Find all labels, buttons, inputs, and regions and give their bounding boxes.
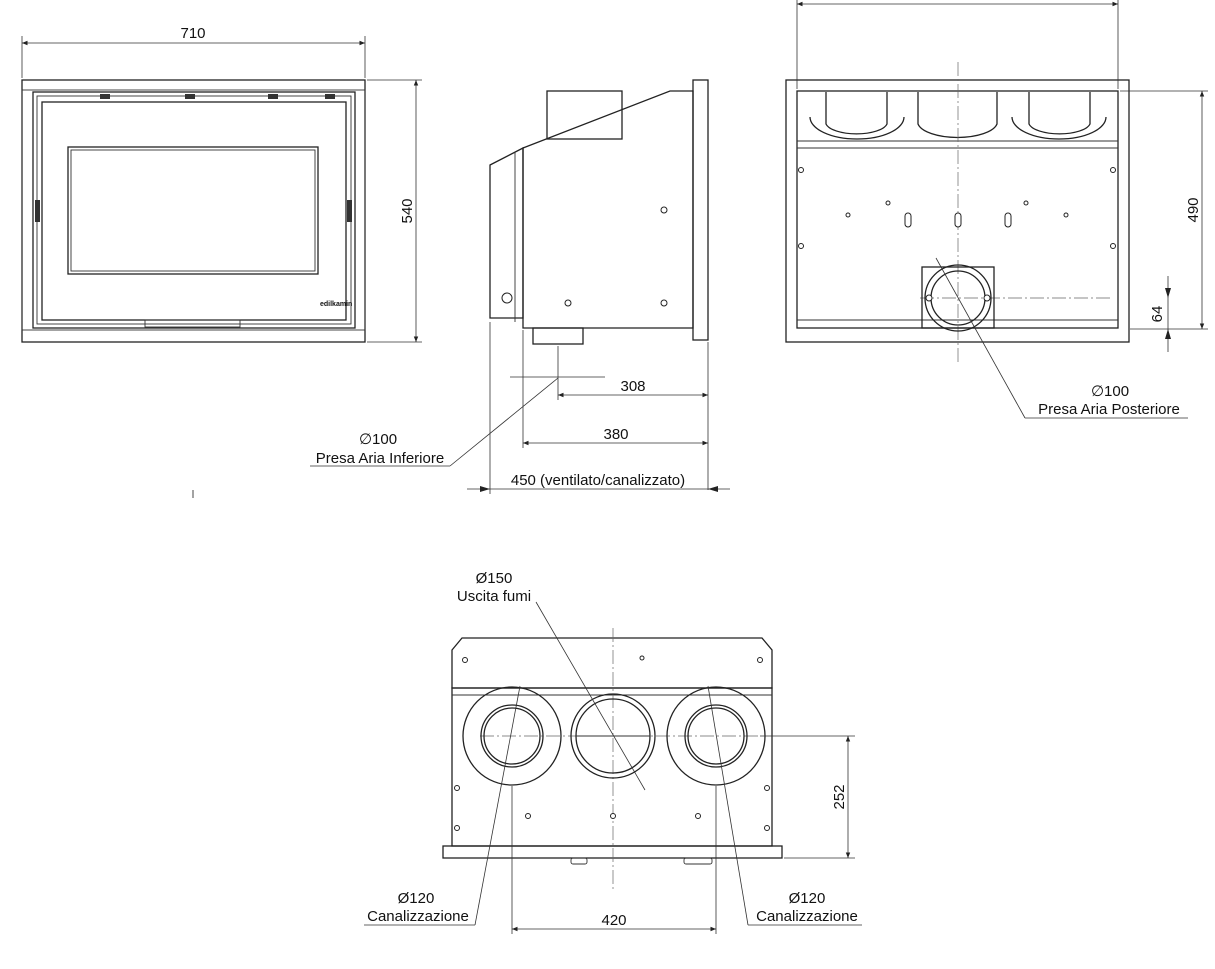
top-view: Ø150 Uscita fumi Ø120 Canalizzazione Ø12… — [364, 570, 862, 934]
top-bottom-clip — [570, 857, 588, 865]
front-outer-frame — [21, 79, 366, 343]
door-glass-outer — [67, 146, 319, 275]
flue-leader — [535, 601, 646, 791]
rear-slot — [904, 212, 912, 228]
top-back-panel — [451, 637, 773, 689]
rear-hole — [798, 167, 804, 173]
top-clip — [268, 94, 278, 99]
dim-490-label: 490 — [1185, 197, 1202, 222]
door-glass-inner — [70, 149, 316, 272]
rear-slot — [1004, 212, 1012, 228]
rear-hole — [1063, 212, 1069, 218]
side-hinge — [347, 200, 352, 222]
dim-380-label: 380 — [603, 426, 628, 443]
inlet-leader-line — [449, 377, 559, 467]
left-duct-label: Canalizzazione — [367, 908, 469, 925]
right-duct-diameter: Ø120 — [789, 890, 826, 907]
rear-inlet-screw — [983, 294, 991, 302]
rear-duct-flange-left — [809, 116, 905, 140]
bottom-air-inlet — [532, 327, 584, 345]
door-frame — [41, 101, 347, 321]
top-hole — [764, 825, 770, 831]
dim-540-label: 540 — [399, 198, 416, 223]
rear-inlet-diameter: ∅100 — [1091, 383, 1129, 400]
top-hole — [764, 785, 770, 791]
side-body — [522, 90, 694, 329]
bottom-inlet-diameter: ∅100 — [359, 431, 397, 448]
rear-duct-right — [1028, 92, 1091, 135]
right-duct-leader — [707, 685, 749, 926]
left-duct-leader — [474, 685, 521, 926]
rear-slot — [954, 212, 962, 228]
bottom-grille — [144, 319, 241, 328]
top-bottom-clip — [683, 857, 713, 865]
top-hole — [454, 825, 460, 831]
rear-hole — [1110, 243, 1116, 249]
rear-flue-collar — [917, 92, 998, 139]
rear-inlet-leader — [935, 257, 1026, 419]
side-view: 308 380 450 (ventilato/canalizzato) ∅100… — [310, 79, 730, 494]
right-duct-pipe — [684, 704, 748, 768]
left-duct-diameter: Ø120 — [398, 890, 435, 907]
front-inner-band — [21, 89, 366, 331]
dim-308-label: 308 — [620, 378, 645, 395]
rear-duct-left — [825, 92, 888, 135]
dim-64-label: 64 — [1149, 306, 1166, 323]
front-body — [32, 91, 356, 329]
rear-hole — [1110, 167, 1116, 173]
side-top-collar — [546, 90, 623, 140]
rear-inlet-box — [921, 266, 995, 329]
dim-top-label: 835 — [945, 0, 970, 2]
side-hole — [660, 299, 668, 307]
flue-label: Uscita fumi — [457, 588, 531, 605]
top-hole — [525, 813, 531, 819]
rear-view: 835 490 64 ∅100 Presa Aria Posteriore — [785, 0, 1208, 419]
front-body-inner — [36, 95, 352, 325]
top-hole — [610, 813, 616, 819]
rear-inlet-label: Presa Aria Posteriore — [1038, 401, 1180, 418]
dim-710-label: 710 — [180, 25, 205, 42]
top-clip — [185, 94, 195, 99]
front-view: edilkamin 710 540 — [21, 25, 422, 343]
rear-hole — [1023, 200, 1029, 206]
rear-hole — [885, 200, 891, 206]
top-clip — [325, 94, 335, 99]
rear-body — [796, 90, 1119, 329]
right-duct-label: Canalizzazione — [756, 908, 858, 925]
top-hole — [462, 657, 468, 663]
top-hole — [757, 657, 763, 663]
rear-hole — [845, 212, 851, 218]
dim-252-label: 252 — [831, 784, 848, 809]
top-hole — [639, 655, 645, 661]
dim-420-label: 420 — [601, 912, 626, 929]
side-hole — [564, 299, 572, 307]
top-hole — [695, 813, 701, 819]
rear-hole — [798, 243, 804, 249]
bottom-inlet-label: Presa Aria Inferiore — [316, 450, 444, 467]
top-clip — [100, 94, 110, 99]
flue-outer — [570, 693, 656, 779]
side-rear-plate — [692, 79, 709, 341]
rear-outer-frame — [785, 79, 1130, 343]
side-hinge — [35, 200, 40, 222]
rear-inlet-flange — [924, 264, 992, 332]
left-duct-pipe — [480, 704, 544, 768]
right-duct-pipe-inner — [687, 707, 745, 765]
top-hole — [454, 785, 460, 791]
side-hole — [660, 206, 668, 214]
left-duct-flange — [462, 686, 562, 786]
flue-diameter: Ø150 — [476, 570, 513, 587]
dim-450-label: 450 (ventilato/canalizzato) — [511, 472, 685, 489]
rear-inlet-screw — [925, 294, 933, 302]
rear-duct-flange-right — [1011, 116, 1107, 140]
left-duct-pipe-inner — [483, 707, 541, 765]
top-body — [451, 687, 773, 847]
side-front-panel — [489, 146, 524, 319]
top-front-edge — [442, 845, 783, 859]
side-knob — [501, 292, 513, 304]
brand-logo: edilkamin — [320, 301, 352, 308]
